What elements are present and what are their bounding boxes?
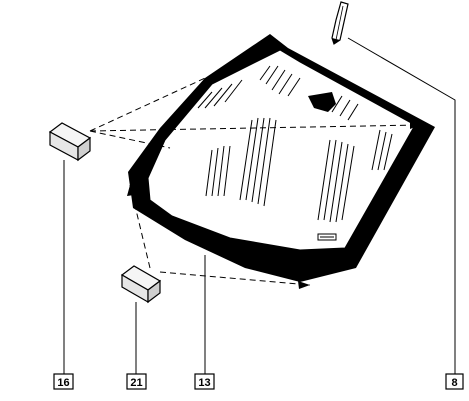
callout-label: 8 xyxy=(451,377,457,389)
trim-strip-icon xyxy=(331,1,349,45)
callout-8: 8 xyxy=(445,373,464,390)
callout-label: 16 xyxy=(57,377,69,389)
block-21-side xyxy=(147,279,161,304)
block-16-side xyxy=(77,136,91,162)
callout-label: 21 xyxy=(130,377,142,389)
support-block-icon xyxy=(48,122,92,162)
callout-13: 13 xyxy=(194,373,215,390)
glass-marking xyxy=(317,233,337,241)
callout-16: 16 xyxy=(53,373,74,390)
windscreen-glass xyxy=(147,49,416,251)
callout-21: 21 xyxy=(126,373,147,390)
leader-lines xyxy=(63,37,456,374)
callout-label: 13 xyxy=(198,377,210,389)
glass-reflection-upper xyxy=(197,65,359,121)
support-block-icon xyxy=(120,265,162,304)
mirror-mount xyxy=(308,92,336,112)
glass-reflection-middle xyxy=(205,117,393,223)
assembly-arrows xyxy=(127,62,420,289)
trim-strip-body xyxy=(331,1,349,45)
assembly-lines xyxy=(89,61,421,286)
windscreen-icon xyxy=(128,34,435,282)
